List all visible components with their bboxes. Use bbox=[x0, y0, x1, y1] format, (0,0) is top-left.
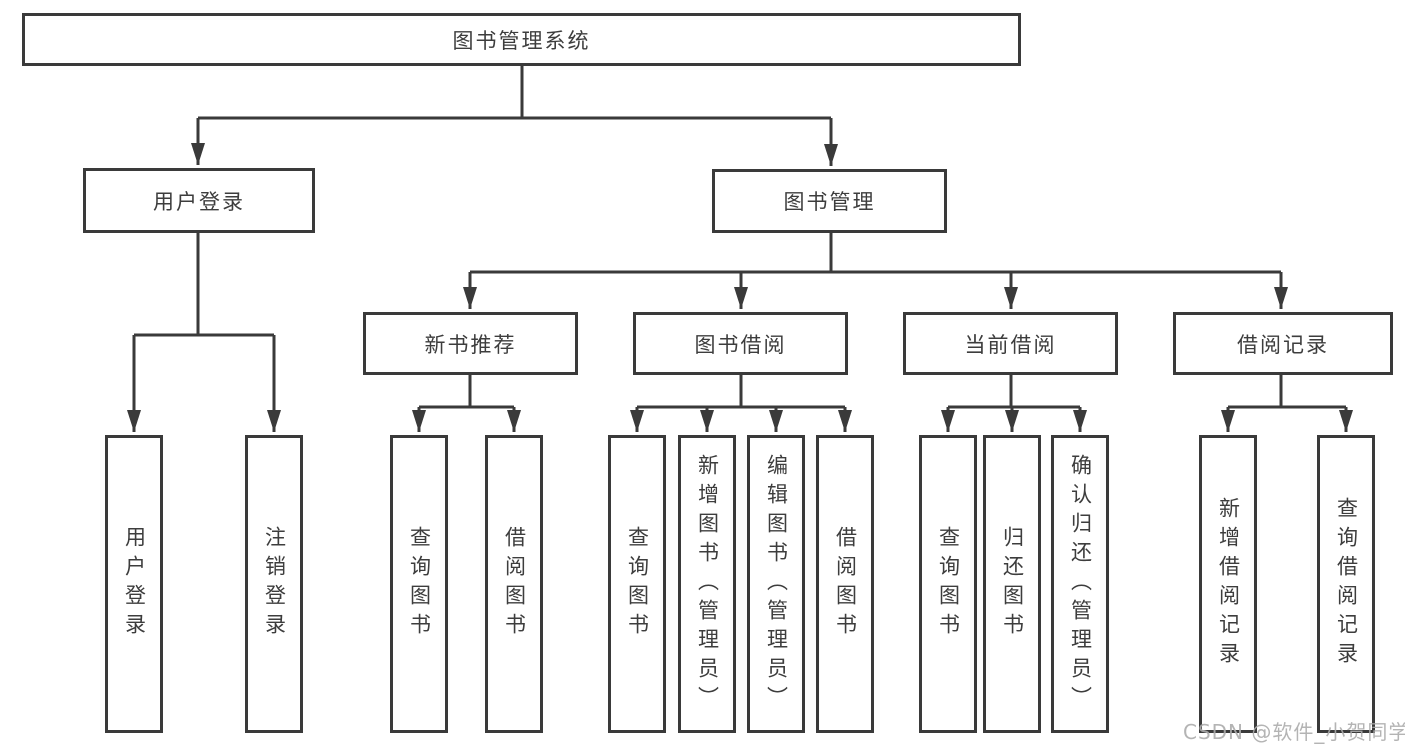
leaf-query-books-current: 查询图书 bbox=[919, 435, 977, 733]
node-book-borrow: 图书借阅 bbox=[633, 312, 848, 375]
node-label: 借阅图书 bbox=[502, 526, 527, 642]
leaf-return-book: 归还图书 bbox=[983, 435, 1041, 733]
node-label: 借阅图书 bbox=[833, 526, 858, 642]
leaf-query-books-recommend: 查询图书 bbox=[390, 435, 448, 733]
leaf-logout: 注销登录 bbox=[245, 435, 303, 733]
node-user-login: 用户登录 bbox=[83, 168, 315, 233]
node-label: 图书管理系统 bbox=[452, 28, 591, 53]
node-label: 图书借阅 bbox=[694, 332, 787, 357]
node-label: 编辑图书（管理员） bbox=[764, 453, 789, 715]
node-new-book-recommend: 新书推荐 bbox=[363, 312, 578, 375]
node-label: 用户登录 bbox=[122, 526, 147, 642]
node-label: 新增图书（管理员） bbox=[695, 453, 720, 715]
node-label: 查询图书 bbox=[936, 526, 961, 642]
node-label: 注销登录 bbox=[262, 526, 287, 642]
node-root: 图书管理系统 bbox=[22, 13, 1021, 66]
node-label: 新书推荐 bbox=[424, 332, 517, 357]
node-label: 当前借阅 bbox=[964, 332, 1057, 357]
node-label: 确认归还（管理员） bbox=[1068, 453, 1093, 715]
leaf-query-borrow-record: 查询借阅记录 bbox=[1317, 435, 1375, 733]
node-borrow-records: 借阅记录 bbox=[1173, 312, 1393, 375]
node-label: 归还图书 bbox=[1000, 526, 1025, 642]
leaf-add-borrow-record: 新增借阅记录 bbox=[1199, 435, 1257, 733]
leaf-edit-book-admin: 编辑图书（管理员） bbox=[747, 435, 805, 733]
leaf-borrow-books-recommend: 借阅图书 bbox=[485, 435, 543, 733]
leaf-query-books-borrow: 查询图书 bbox=[608, 435, 666, 733]
node-label: 新增借阅记录 bbox=[1216, 497, 1241, 671]
node-label: 图书管理 bbox=[783, 190, 876, 214]
node-label: 查询图书 bbox=[407, 526, 432, 642]
node-current-borrow: 当前借阅 bbox=[903, 312, 1118, 375]
node-book-management: 图书管理 bbox=[712, 169, 947, 233]
leaf-user-login: 用户登录 bbox=[105, 435, 163, 733]
leaf-confirm-return-admin: 确认归还（管理员） bbox=[1051, 435, 1109, 733]
leaf-borrow-books: 借阅图书 bbox=[816, 435, 874, 733]
watermark: CSDN @软件_小贺同学 bbox=[1183, 720, 1405, 744]
leaf-add-book-admin: 新增图书（管理员） bbox=[678, 435, 736, 733]
node-label: 查询图书 bbox=[625, 526, 650, 642]
node-label: 查询借阅记录 bbox=[1334, 497, 1359, 671]
node-label: 借阅记录 bbox=[1237, 332, 1329, 357]
node-label: 用户登录 bbox=[153, 189, 245, 214]
